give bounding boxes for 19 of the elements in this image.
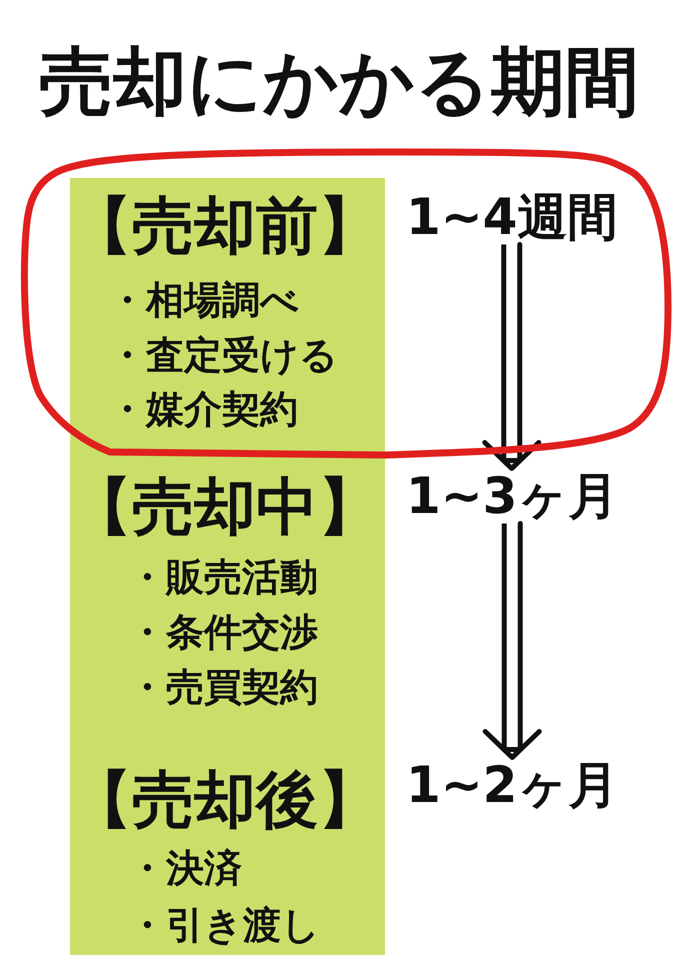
- duration-label: 1~2ヶ月: [406, 758, 618, 812]
- arrow: [482, 242, 542, 471]
- list-item: ・決済: [128, 846, 242, 892]
- phase-heading: 【売却中】: [70, 471, 380, 543]
- arrow: [482, 521, 542, 760]
- list-item: ・媒介契約: [108, 387, 298, 433]
- title: 売却にかかる期間: [39, 38, 639, 127]
- list-item: ・引き渡し: [128, 903, 320, 949]
- duration-label: 1~3ヶ月: [406, 468, 618, 524]
- list-item: ・査定受ける: [108, 333, 338, 379]
- list-item: ・販売活動: [128, 555, 318, 601]
- list-item: ・相場調べ: [108, 278, 299, 324]
- phase-panel: [70, 178, 385, 463]
- phase-heading: 【売却後】: [70, 764, 380, 836]
- phase-panel: [70, 740, 385, 955]
- list-item: ・売買契約: [128, 665, 318, 711]
- duration-label: 1~4週間: [406, 190, 618, 244]
- phase-heading: 【売却前】: [70, 190, 380, 262]
- list-item: ・条件交渉: [128, 610, 318, 656]
